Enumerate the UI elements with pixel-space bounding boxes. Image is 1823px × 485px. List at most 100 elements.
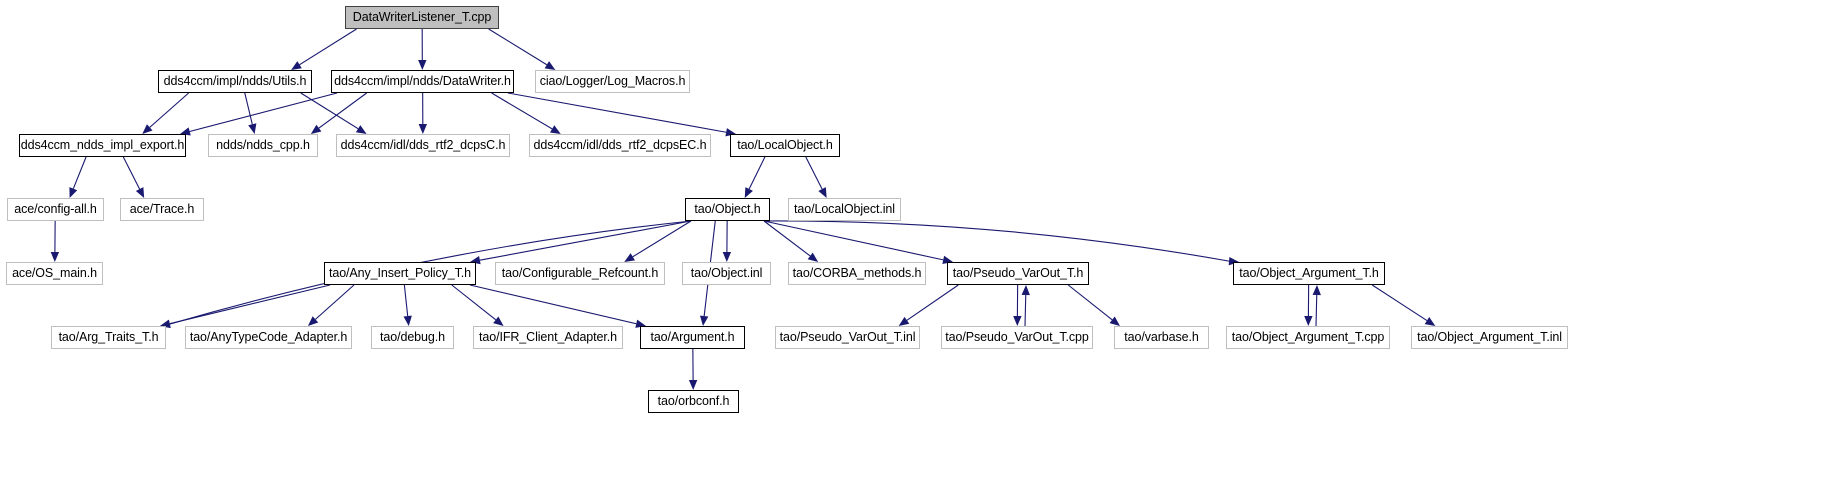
graph-node[interactable]: tao/Object_Argument_T.h — [1233, 262, 1385, 285]
edge-line — [189, 92, 338, 133]
graph-node[interactable]: dds4ccm/impl/ndds/DataWriter.h — [331, 70, 514, 93]
edge-line — [479, 220, 692, 261]
graph-node-label: dds4ccm/impl/ndds/Utils.h — [163, 74, 307, 89]
graph-node[interactable]: tao/LocalObject.inl — [788, 198, 901, 221]
edge-arrowhead — [722, 251, 732, 262]
edge-arrowhead — [1021, 285, 1030, 296]
edge-line — [244, 92, 253, 125]
graph-node[interactable]: tao/AnyTypeCode_Adapter.h — [185, 326, 352, 349]
graph-node[interactable]: tao/Object.inl — [682, 262, 771, 285]
graph-node[interactable]: ciao/Logger/Log_Macros.h — [535, 70, 690, 93]
graph-node[interactable]: ace/config-all.h — [7, 198, 104, 221]
edge-line — [491, 92, 553, 130]
graph-node[interactable]: tao/debug.h — [371, 326, 454, 349]
edge-line — [300, 92, 359, 130]
graph-node-label: ace/Trace.h — [129, 202, 195, 217]
edge-line — [488, 28, 548, 66]
edge-line — [1371, 284, 1428, 322]
graph-node[interactable]: tao/varbase.h — [1114, 326, 1209, 349]
graph-node[interactable]: ndds/ndds_cpp.h — [208, 134, 318, 157]
edge-line — [1067, 284, 1113, 321]
graph-node[interactable]: DataWriterListener_T.cpp — [345, 6, 499, 29]
graph-node[interactable]: tao/Pseudo_VarOut_T.h — [947, 262, 1089, 285]
edge-arrowhead — [493, 316, 504, 326]
edge-arrowhead — [69, 187, 78, 198]
graph-node-label: tao/varbase.h — [1124, 330, 1199, 345]
graph-node[interactable]: tao/Arg_Traits_T.h — [51, 326, 166, 349]
edge-line — [72, 156, 87, 189]
graph-node-label: tao/debug.h — [380, 330, 445, 345]
edge-arrowhead — [248, 123, 257, 134]
edge-arrowhead — [744, 187, 753, 198]
edge-arrowhead — [1304, 315, 1313, 326]
edge-line — [763, 220, 1230, 262]
graph-node-label: tao/Configurable_Refcount.h — [501, 266, 659, 281]
edge-arrowhead — [1109, 316, 1120, 326]
graph-node-label: ndds/ndds_cpp.h — [216, 138, 310, 153]
edge-arrowhead — [818, 187, 827, 198]
graph-node-label: tao/LocalObject.h — [737, 138, 833, 153]
edge-line — [122, 156, 141, 190]
graph-node-label: ace/config-all.h — [14, 202, 97, 217]
graph-node[interactable]: tao/Configurable_Refcount.h — [495, 262, 665, 285]
graph-node[interactable]: dds4ccm/impl/ndds/Utils.h — [158, 70, 312, 93]
graph-node-label: tao/Arg_Traits_T.h — [58, 330, 159, 345]
edge-line — [906, 284, 959, 321]
graph-node[interactable]: tao/Object.h — [685, 198, 770, 221]
graph-node[interactable]: ace/Trace.h — [120, 198, 204, 221]
edge-arrowhead — [544, 61, 556, 70]
graph-node-label: ace/OS_main.h — [12, 266, 97, 281]
graph-node[interactable]: tao/Object_Argument_T.cpp — [1226, 326, 1390, 349]
edge-line — [451, 284, 497, 321]
graph-node-label: tao/Object_Argument_T.inl — [1417, 330, 1562, 345]
edge-arrowhead — [403, 315, 412, 326]
graph-node[interactable]: tao/Argument.h — [640, 326, 745, 349]
graph-node[interactable]: tao/IFR_Client_Adapter.h — [473, 326, 623, 349]
graph-node-label: tao/LocalObject.inl — [794, 202, 895, 217]
edge-arrowhead — [418, 123, 428, 134]
edge-line — [1315, 294, 1318, 327]
edge-arrowhead — [1312, 285, 1321, 296]
graph-node-label: tao/Object.h — [694, 202, 761, 217]
graph-node[interactable]: tao/Pseudo_VarOut_T.inl — [775, 326, 920, 349]
edge-arrowhead — [50, 251, 60, 262]
graph-node[interactable]: tao/orbconf.h — [648, 390, 739, 413]
edge-line — [632, 220, 692, 258]
edge-arrowhead — [807, 252, 819, 262]
edge-arrowhead — [1013, 315, 1022, 326]
edge-line — [469, 284, 637, 325]
edge-line — [149, 92, 189, 128]
edge-arrowhead — [310, 124, 322, 134]
graph-node[interactable]: tao/Any_Insert_Policy_T.h — [324, 262, 476, 285]
graph-node-label: tao/Object_Argument_T.h — [1239, 266, 1379, 281]
edge-line — [318, 92, 368, 129]
graph-node[interactable]: tao/Object_Argument_T.inl — [1411, 326, 1568, 349]
edge-arrowhead — [699, 315, 709, 326]
graph-node-label: tao/Object.inl — [690, 266, 763, 281]
graph-node-label: dds4ccm/idl/dds_rtf2_dcpsEC.h — [533, 138, 707, 153]
graph-node-label: tao/Any_Insert_Policy_T.h — [328, 266, 472, 281]
graph-node-label: tao/AnyTypeCode_Adapter.h — [189, 330, 348, 345]
edge-line — [299, 28, 357, 66]
graph-node-label: dds4ccm/idl/dds_rtf2_dcpsC.h — [340, 138, 506, 153]
graph-node[interactable]: ace/OS_main.h — [6, 262, 103, 285]
edge-line — [763, 220, 811, 257]
edge-arrowhead — [624, 253, 635, 262]
graph-node-label: tao/Pseudo_VarOut_T.h — [952, 266, 1084, 281]
graph-node[interactable]: tao/Pseudo_VarOut_T.cpp — [941, 326, 1093, 349]
graph-node[interactable]: dds4ccm_ndds_impl_export.h — [19, 134, 186, 157]
edge-arrowhead — [550, 125, 561, 134]
graph-node[interactable]: dds4ccm/idl/dds_rtf2_dcpsC.h — [336, 134, 510, 157]
graph-node[interactable]: tao/LocalObject.h — [730, 134, 840, 157]
edge-line — [403, 284, 409, 317]
edge-line — [763, 220, 944, 261]
edge-arrowhead — [135, 187, 145, 198]
graph-node[interactable]: tao/CORBA_methods.h — [788, 262, 926, 285]
graph-node-label: dds4ccm/impl/ndds/DataWriter.h — [334, 74, 511, 89]
graph-node[interactable]: dds4ccm/idl/dds_rtf2_dcpsEC.h — [529, 134, 711, 157]
graph-node-label: ciao/Logger/Log_Macros.h — [539, 74, 686, 89]
edge-line — [315, 284, 355, 320]
graph-node-label: DataWriterListener_T.cpp — [352, 10, 492, 25]
edge-line — [748, 156, 766, 190]
